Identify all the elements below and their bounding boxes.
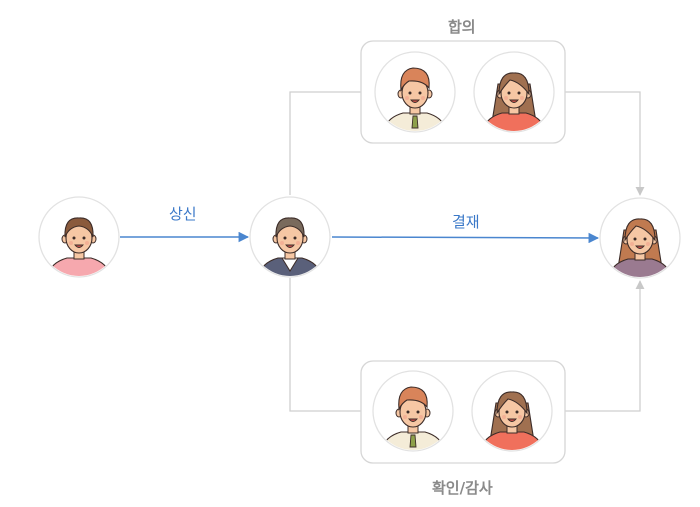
approve-arrow [331,232,600,244]
drafter-avatar-icon [38,196,120,278]
audit-woman-avatar-icon [471,370,553,452]
connector-to-consult [289,91,361,195]
connector-lines [289,91,645,412]
manager-avatar-icon [249,196,331,278]
submit-label: 상신 [169,205,197,223]
connector-confirm-to-approver [565,280,645,412]
consult-label: 합의 [448,18,476,36]
approver-avatar-icon [599,197,681,279]
audit-man-avatar-icon [372,370,454,452]
consult-woman-avatar-icon [473,51,555,133]
connector-to-confirm [289,278,361,412]
connector-consult-to-approver [565,91,645,196]
consult-man-avatar-icon [374,51,456,133]
confirm-audit-label: 확인/감사 [432,479,493,497]
approve-label: 결재 [452,213,480,231]
